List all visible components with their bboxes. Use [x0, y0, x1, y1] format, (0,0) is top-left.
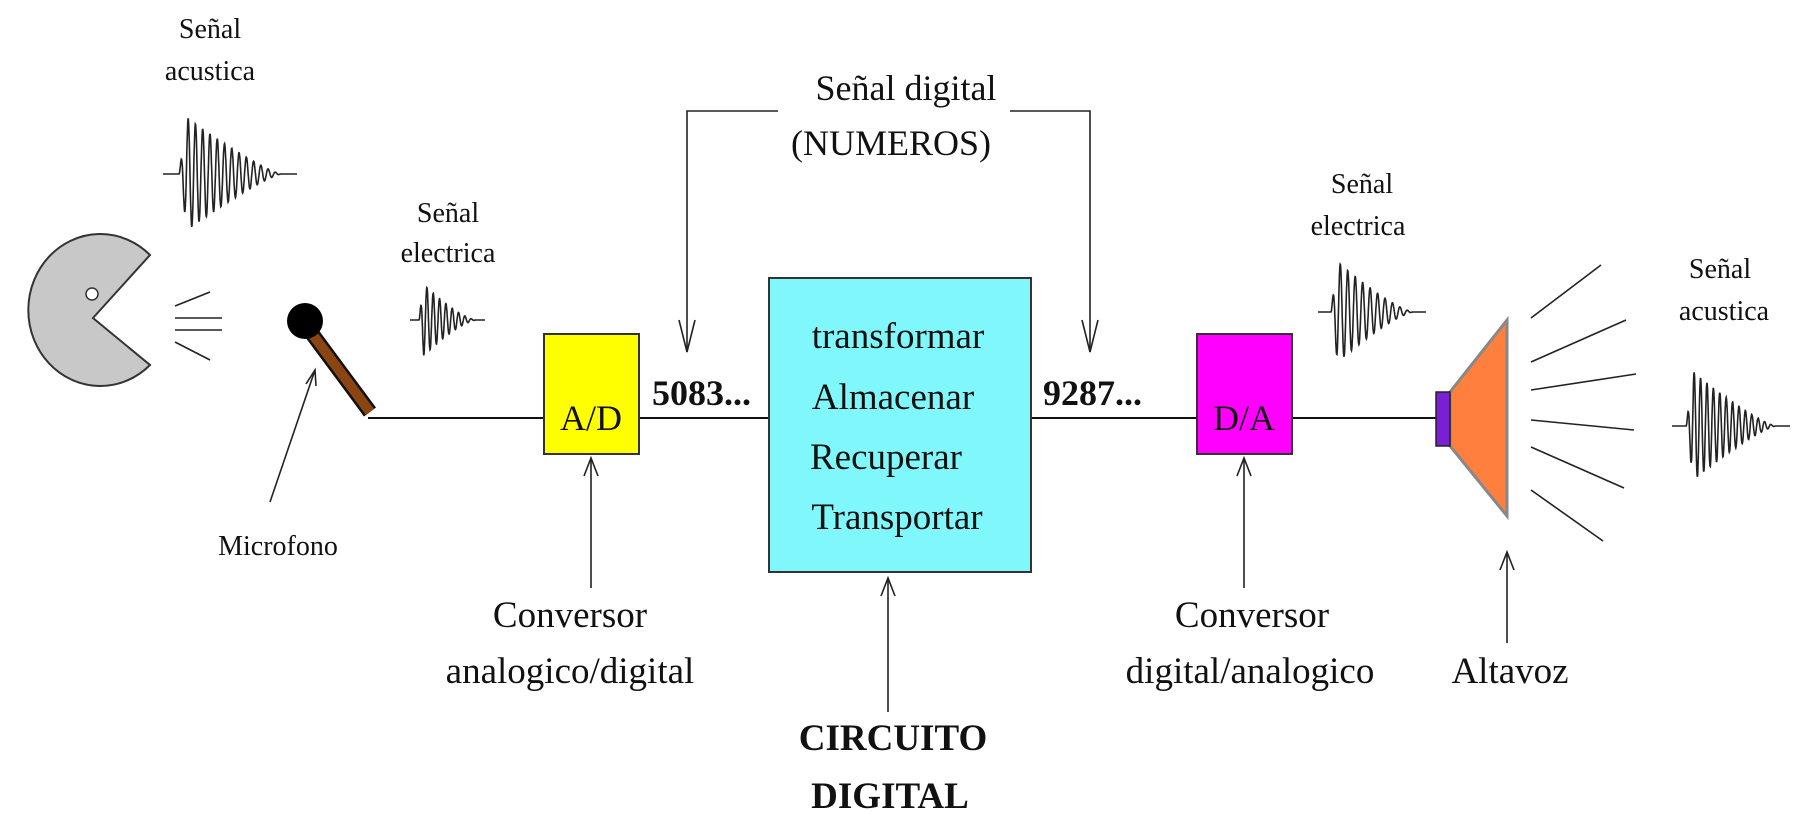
- output-number: 9287...: [1043, 373, 1142, 413]
- input-number: 5083...: [652, 373, 751, 413]
- mic-head: [287, 303, 323, 339]
- mic-signal-label-line-1: Señal: [417, 198, 479, 229]
- right-signal-label-line-2: acustica: [1679, 296, 1770, 327]
- face-body: [27, 233, 152, 387]
- ad-converter-box: [543, 333, 640, 455]
- pacman-face-icon: [27, 233, 152, 387]
- da-converter-label: D/A: [1213, 398, 1275, 438]
- ad-caption-line-2: analogico/digital: [446, 651, 695, 692]
- circuit-function-3: Recuperar: [810, 437, 962, 478]
- sound-lines-icon: [174, 291, 222, 361]
- microphone-pointer-arrow: [269, 369, 316, 503]
- speaker-sound-lines-icon: [1530, 264, 1637, 542]
- da-converter-box: [1196, 333, 1293, 455]
- digital-signal-label-line-1: Señal digital: [816, 68, 997, 108]
- right-acoustic-signal-label: Señal acustica: [1679, 254, 1770, 327]
- right-elec-label-line-2: electrica: [1311, 211, 1406, 242]
- face-eye: [85, 287, 99, 301]
- microphone-icon: [287, 303, 377, 417]
- mic-signal-label-line-2: electrica: [401, 238, 496, 269]
- circuit-function-4: Transportar: [811, 497, 982, 538]
- ad-pointer-arrowhead: [583, 455, 599, 477]
- da-pointer-arrowhead: [1236, 455, 1252, 477]
- circuit-function-1: transformar: [812, 316, 985, 357]
- speaker-icon: [1435, 315, 1509, 521]
- digital-signal-bracket-right: [1010, 110, 1091, 352]
- digital-signal-bracket-left-arrowhead: [678, 319, 696, 353]
- right-acoustic-wave: [1672, 372, 1790, 477]
- left-signal-label-line-2: acustica: [165, 56, 256, 87]
- speaker-magnet: [1435, 391, 1451, 447]
- digital-signal-bracket-right-arrowhead: [1081, 319, 1099, 353]
- ad-caption-line-1: Conversor: [493, 595, 647, 636]
- digital-circuit-box: [768, 277, 1032, 573]
- speaker-label: Altavoz: [1451, 651, 1568, 692]
- mic-handle-fill: [302, 324, 375, 415]
- ad-converter-label: A/D: [560, 398, 622, 438]
- right-signal-label-line-1: Señal: [1689, 254, 1751, 285]
- circuit-function-2: Almacenar: [812, 377, 974, 418]
- circuit-caption-line-2: DIGITAL: [811, 776, 969, 813]
- right-elec-label-line-1: Señal: [1331, 169, 1393, 200]
- speaker-cone: [1448, 315, 1509, 521]
- digital-signal-label-line-2: (NUMEROS): [791, 123, 991, 163]
- da-caption-line-1: Conversor: [1175, 595, 1329, 636]
- left-acoustic-wave: [163, 118, 297, 227]
- speaker-pointer-arrowhead: [1499, 549, 1515, 571]
- left-acoustic-signal-label: Señal acustica: [165, 14, 256, 87]
- da-caption-line-2: digital/analogico: [1126, 651, 1375, 692]
- right-electric-signal-label: Señal electrica: [1311, 169, 1406, 242]
- circuit-pointer-arrowhead: [880, 575, 896, 597]
- right-electric-wave: [1318, 261, 1426, 357]
- digital-signal-bracket-left: [686, 110, 778, 352]
- circuit-caption-line-1: CIRCUITO: [799, 718, 987, 759]
- left-signal-label-line-1: Señal: [179, 14, 241, 45]
- microphone-pointer-arrowhead: [305, 367, 317, 387]
- mic-electric-signal-label: Señal electrica: [401, 198, 496, 269]
- mic-electric-wave: [410, 285, 485, 356]
- microphone-label: Microfono: [218, 531, 338, 562]
